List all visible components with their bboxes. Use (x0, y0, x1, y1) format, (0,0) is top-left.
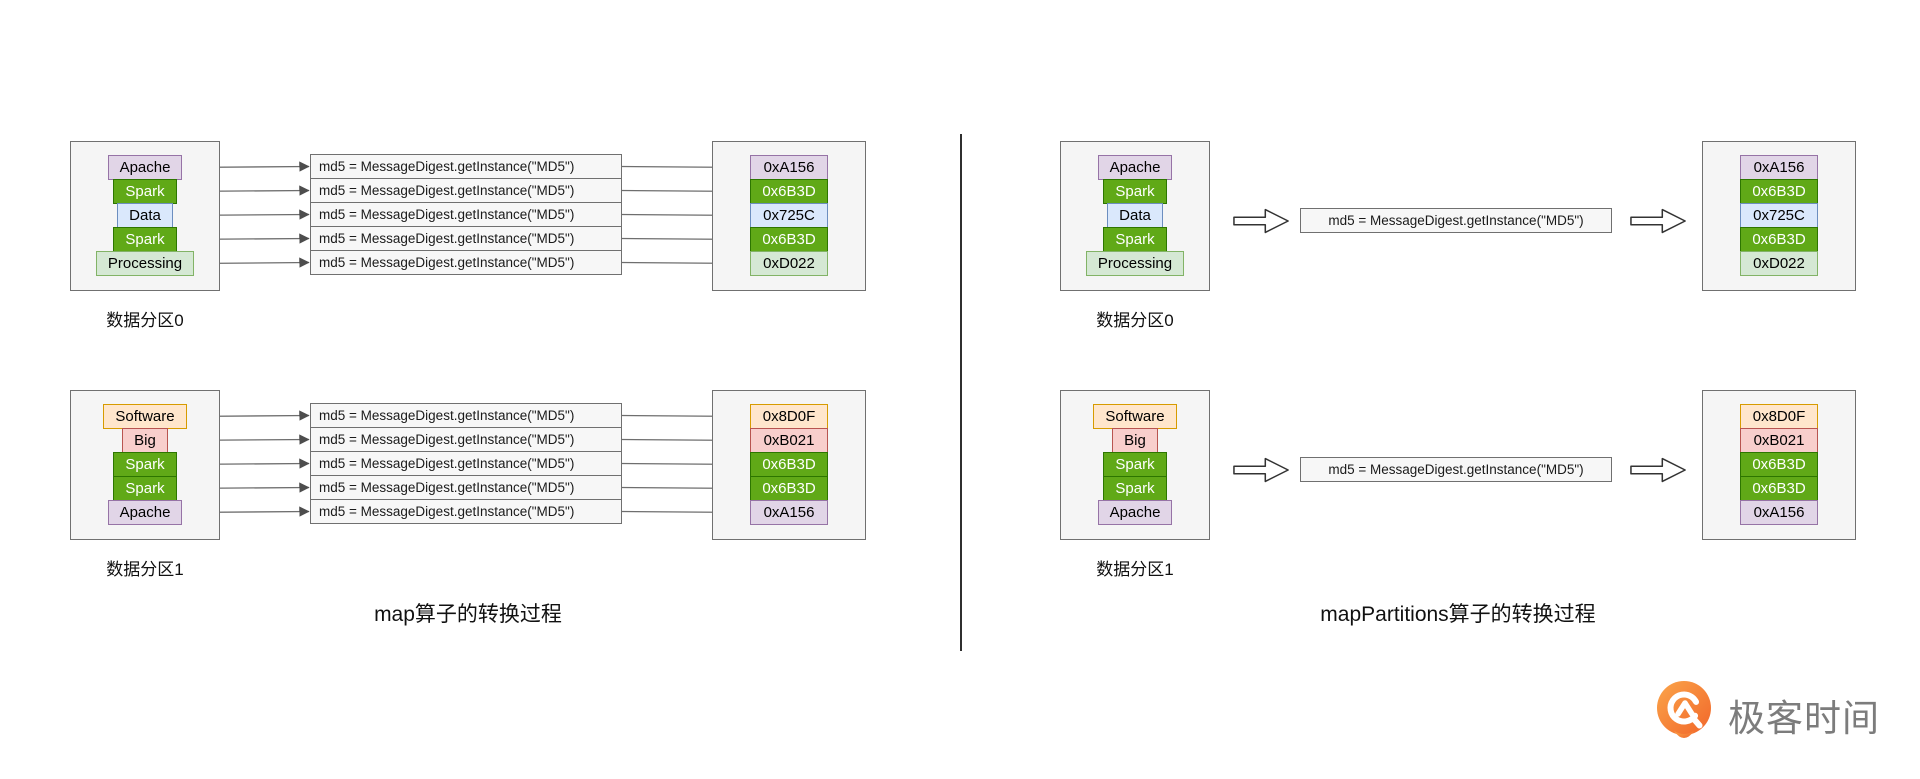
output-cell: 0xA156 (1740, 155, 1818, 180)
partition-item: Data (117, 203, 173, 228)
output-cell: 0xA156 (750, 500, 828, 525)
partition-item: Spark (113, 452, 177, 477)
md5-row: md5 = MessageDigest.getInstance("MD5") (310, 499, 622, 524)
partition-item: Spark (113, 227, 177, 252)
output-cell: 0x6B3D (1740, 476, 1818, 501)
md5-stack: md5 = MessageDigest.getInstance("MD5")md… (310, 154, 622, 275)
left-panel-title: map算子的转换过程 (374, 603, 562, 626)
partition-item: Apache (107, 155, 183, 180)
output-cell: 0xA156 (750, 155, 828, 180)
geektime-logo-icon (1657, 681, 1711, 738)
geektime-logo-text: 极客时间 (1728, 698, 1880, 739)
output-cell: 0xA156 (1740, 500, 1818, 525)
block-arrow-icon (1233, 455, 1290, 485)
partition-label: 数据分区0 (1096, 311, 1174, 330)
md5-box: md5 = MessageDigest.getInstance("MD5") (1300, 208, 1612, 233)
geektime-logo: 极客时间 (1652, 678, 1880, 748)
md5-row: md5 = MessageDigest.getInstance("MD5") (310, 250, 622, 275)
md5-row: md5 = MessageDigest.getInstance("MD5") (310, 451, 622, 476)
output-cell: 0xD022 (750, 251, 828, 276)
partition-item: Apache (1097, 155, 1173, 180)
partition-item: Processing (1085, 251, 1185, 276)
partition-item: Spark (1103, 476, 1167, 501)
partition-label: 数据分区0 (106, 311, 184, 330)
output-cell: 0x8D0F (750, 404, 828, 429)
output-cell: 0x725C (750, 203, 828, 228)
block-arrow-icon (1630, 455, 1687, 485)
partition-item: Apache (1097, 500, 1173, 525)
md5-row: md5 = MessageDigest.getInstance("MD5") (310, 202, 622, 227)
md5-row: md5 = MessageDigest.getInstance("MD5") (310, 475, 622, 500)
partition-item: Spark (1103, 227, 1167, 252)
md5-row: md5 = MessageDigest.getInstance("MD5") (310, 226, 622, 251)
md5-box: md5 = MessageDigest.getInstance("MD5") (1300, 457, 1612, 482)
output-cell: 0xB021 (1740, 428, 1818, 453)
partition-label: 数据分区1 (1096, 560, 1174, 579)
partition-item: Spark (1103, 179, 1167, 204)
panel-divider (960, 134, 962, 651)
partition-item: Processing (95, 251, 195, 276)
partition-item: Big (1112, 428, 1158, 453)
partition-item: Software (1093, 404, 1177, 429)
md5-stack: md5 = MessageDigest.getInstance("MD5")md… (310, 403, 622, 524)
output-cell: 0x6B3D (750, 476, 828, 501)
partition-item: Big (122, 428, 168, 453)
output-cell: 0x6B3D (1740, 179, 1818, 204)
output-cell: 0x6B3D (750, 452, 828, 477)
right-panel-title: mapPartitions算子的转换过程 (1320, 603, 1596, 626)
partition-label: 数据分区1 (106, 560, 184, 579)
output-cell: 0x6B3D (750, 179, 828, 204)
output-cell: 0xD022 (1740, 251, 1818, 276)
output-cell: 0xB021 (750, 428, 828, 453)
output-cell: 0x6B3D (1740, 452, 1818, 477)
md5-row: md5 = MessageDigest.getInstance("MD5") (310, 154, 622, 179)
output-cell: 0x8D0F (1740, 404, 1818, 429)
partition-item: Spark (113, 476, 177, 501)
md5-row: md5 = MessageDigest.getInstance("MD5") (310, 178, 622, 203)
partition-item: Apache (107, 500, 183, 525)
partition-item: Data (1107, 203, 1163, 228)
block-arrow-icon (1233, 206, 1290, 236)
block-arrow-icon (1630, 206, 1687, 236)
md5-row: md5 = MessageDigest.getInstance("MD5") (310, 403, 622, 428)
output-cell: 0x725C (1740, 203, 1818, 228)
partition-item: Software (103, 404, 187, 429)
partition-item: Spark (1103, 452, 1167, 477)
output-cell: 0x6B3D (750, 227, 828, 252)
partition-item: Spark (113, 179, 177, 204)
md5-row: md5 = MessageDigest.getInstance("MD5") (310, 427, 622, 452)
output-cell: 0x6B3D (1740, 227, 1818, 252)
